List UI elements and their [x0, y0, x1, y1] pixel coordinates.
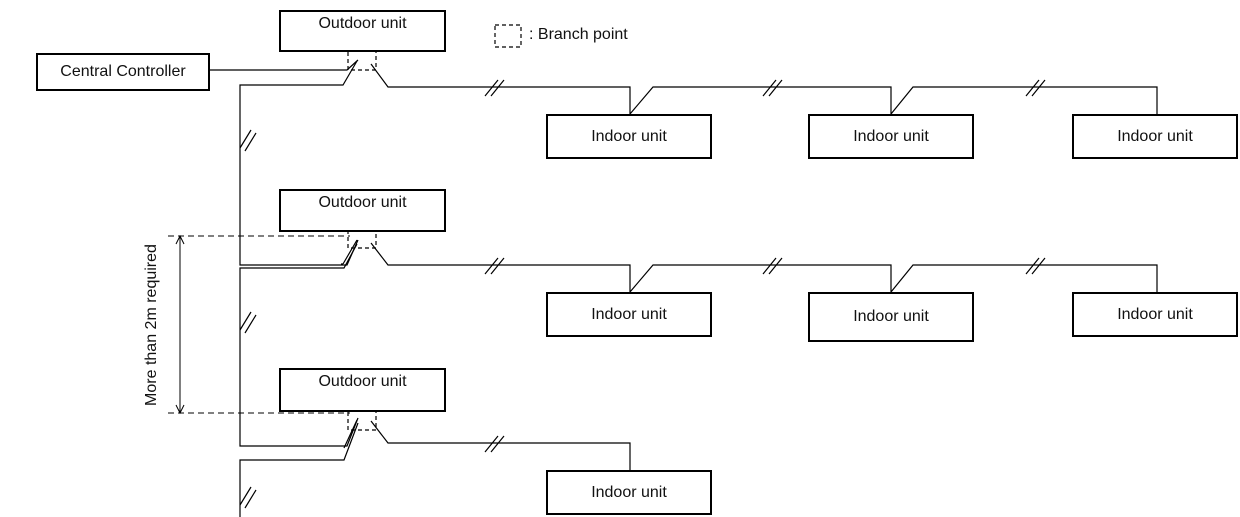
central-controller-box: Central Controller — [36, 53, 210, 91]
central-controller-label: Central Controller — [60, 63, 186, 80]
indoor-unit-row1-2: Indoor unit — [808, 114, 974, 159]
indoor-unit-row3-1: Indoor unit — [546, 470, 712, 515]
indoor-unit-label: Indoor unit — [591, 483, 667, 501]
tick-mark — [239, 129, 257, 152]
indoor-wire-row-1 — [370, 63, 1158, 115]
branch-point-legend-label: : Branch point — [529, 26, 628, 43]
tick-mark — [1025, 257, 1046, 275]
indoor-unit-label: Indoor unit — [591, 127, 667, 145]
tick-mark — [762, 79, 783, 97]
tick-mark — [762, 257, 783, 275]
indoor-unit-row2-3: Indoor unit — [1072, 292, 1238, 337]
outdoor-unit-2: Outdoor unit — [279, 189, 446, 232]
indoor-unit-row2-2: Indoor unit — [808, 292, 974, 342]
dimension-label: More than 2m required — [143, 244, 160, 406]
indoor-wire-row-3 — [370, 420, 631, 470]
indoor-unit-row1-3: Indoor unit — [1072, 114, 1238, 159]
dimension-arrowhead-top — [175, 234, 185, 245]
tick-mark — [484, 435, 505, 453]
tick-mark — [484, 257, 505, 275]
indoor-unit-label: Indoor unit — [591, 305, 667, 323]
indoor-unit-row2-1: Indoor unit — [546, 292, 712, 337]
outdoor-unit-label: Outdoor unit — [318, 373, 407, 390]
central-controller-wire — [210, 59, 359, 71]
tick-mark — [484, 79, 505, 97]
outdoor-unit-label: Outdoor unit — [318, 194, 407, 211]
indoor-unit-label: Indoor unit — [853, 127, 929, 145]
dashed-square-icon — [494, 24, 522, 48]
inter-outdoor-wire-1 — [239, 60, 359, 266]
outdoor-unit-label: Outdoor unit — [318, 15, 407, 32]
tick-mark — [1025, 79, 1046, 97]
tick-mark — [239, 311, 257, 334]
inter-outdoor-wire-3 — [239, 419, 359, 517]
inter-outdoor-wire-2 — [239, 239, 359, 447]
indoor-unit-label: Indoor unit — [853, 308, 929, 325]
outdoor-unit-3: Outdoor unit — [279, 368, 446, 412]
indoor-wire-row-2 — [370, 242, 1158, 293]
outdoor-unit-1: Outdoor unit — [279, 10, 446, 52]
dimension-arrowhead-bottom — [175, 404, 185, 415]
indoor-unit-label: Indoor unit — [1117, 305, 1193, 323]
indoor-unit-row1-1: Indoor unit — [546, 114, 712, 159]
indoor-unit-label: Indoor unit — [1117, 127, 1193, 145]
tick-mark — [239, 486, 257, 509]
